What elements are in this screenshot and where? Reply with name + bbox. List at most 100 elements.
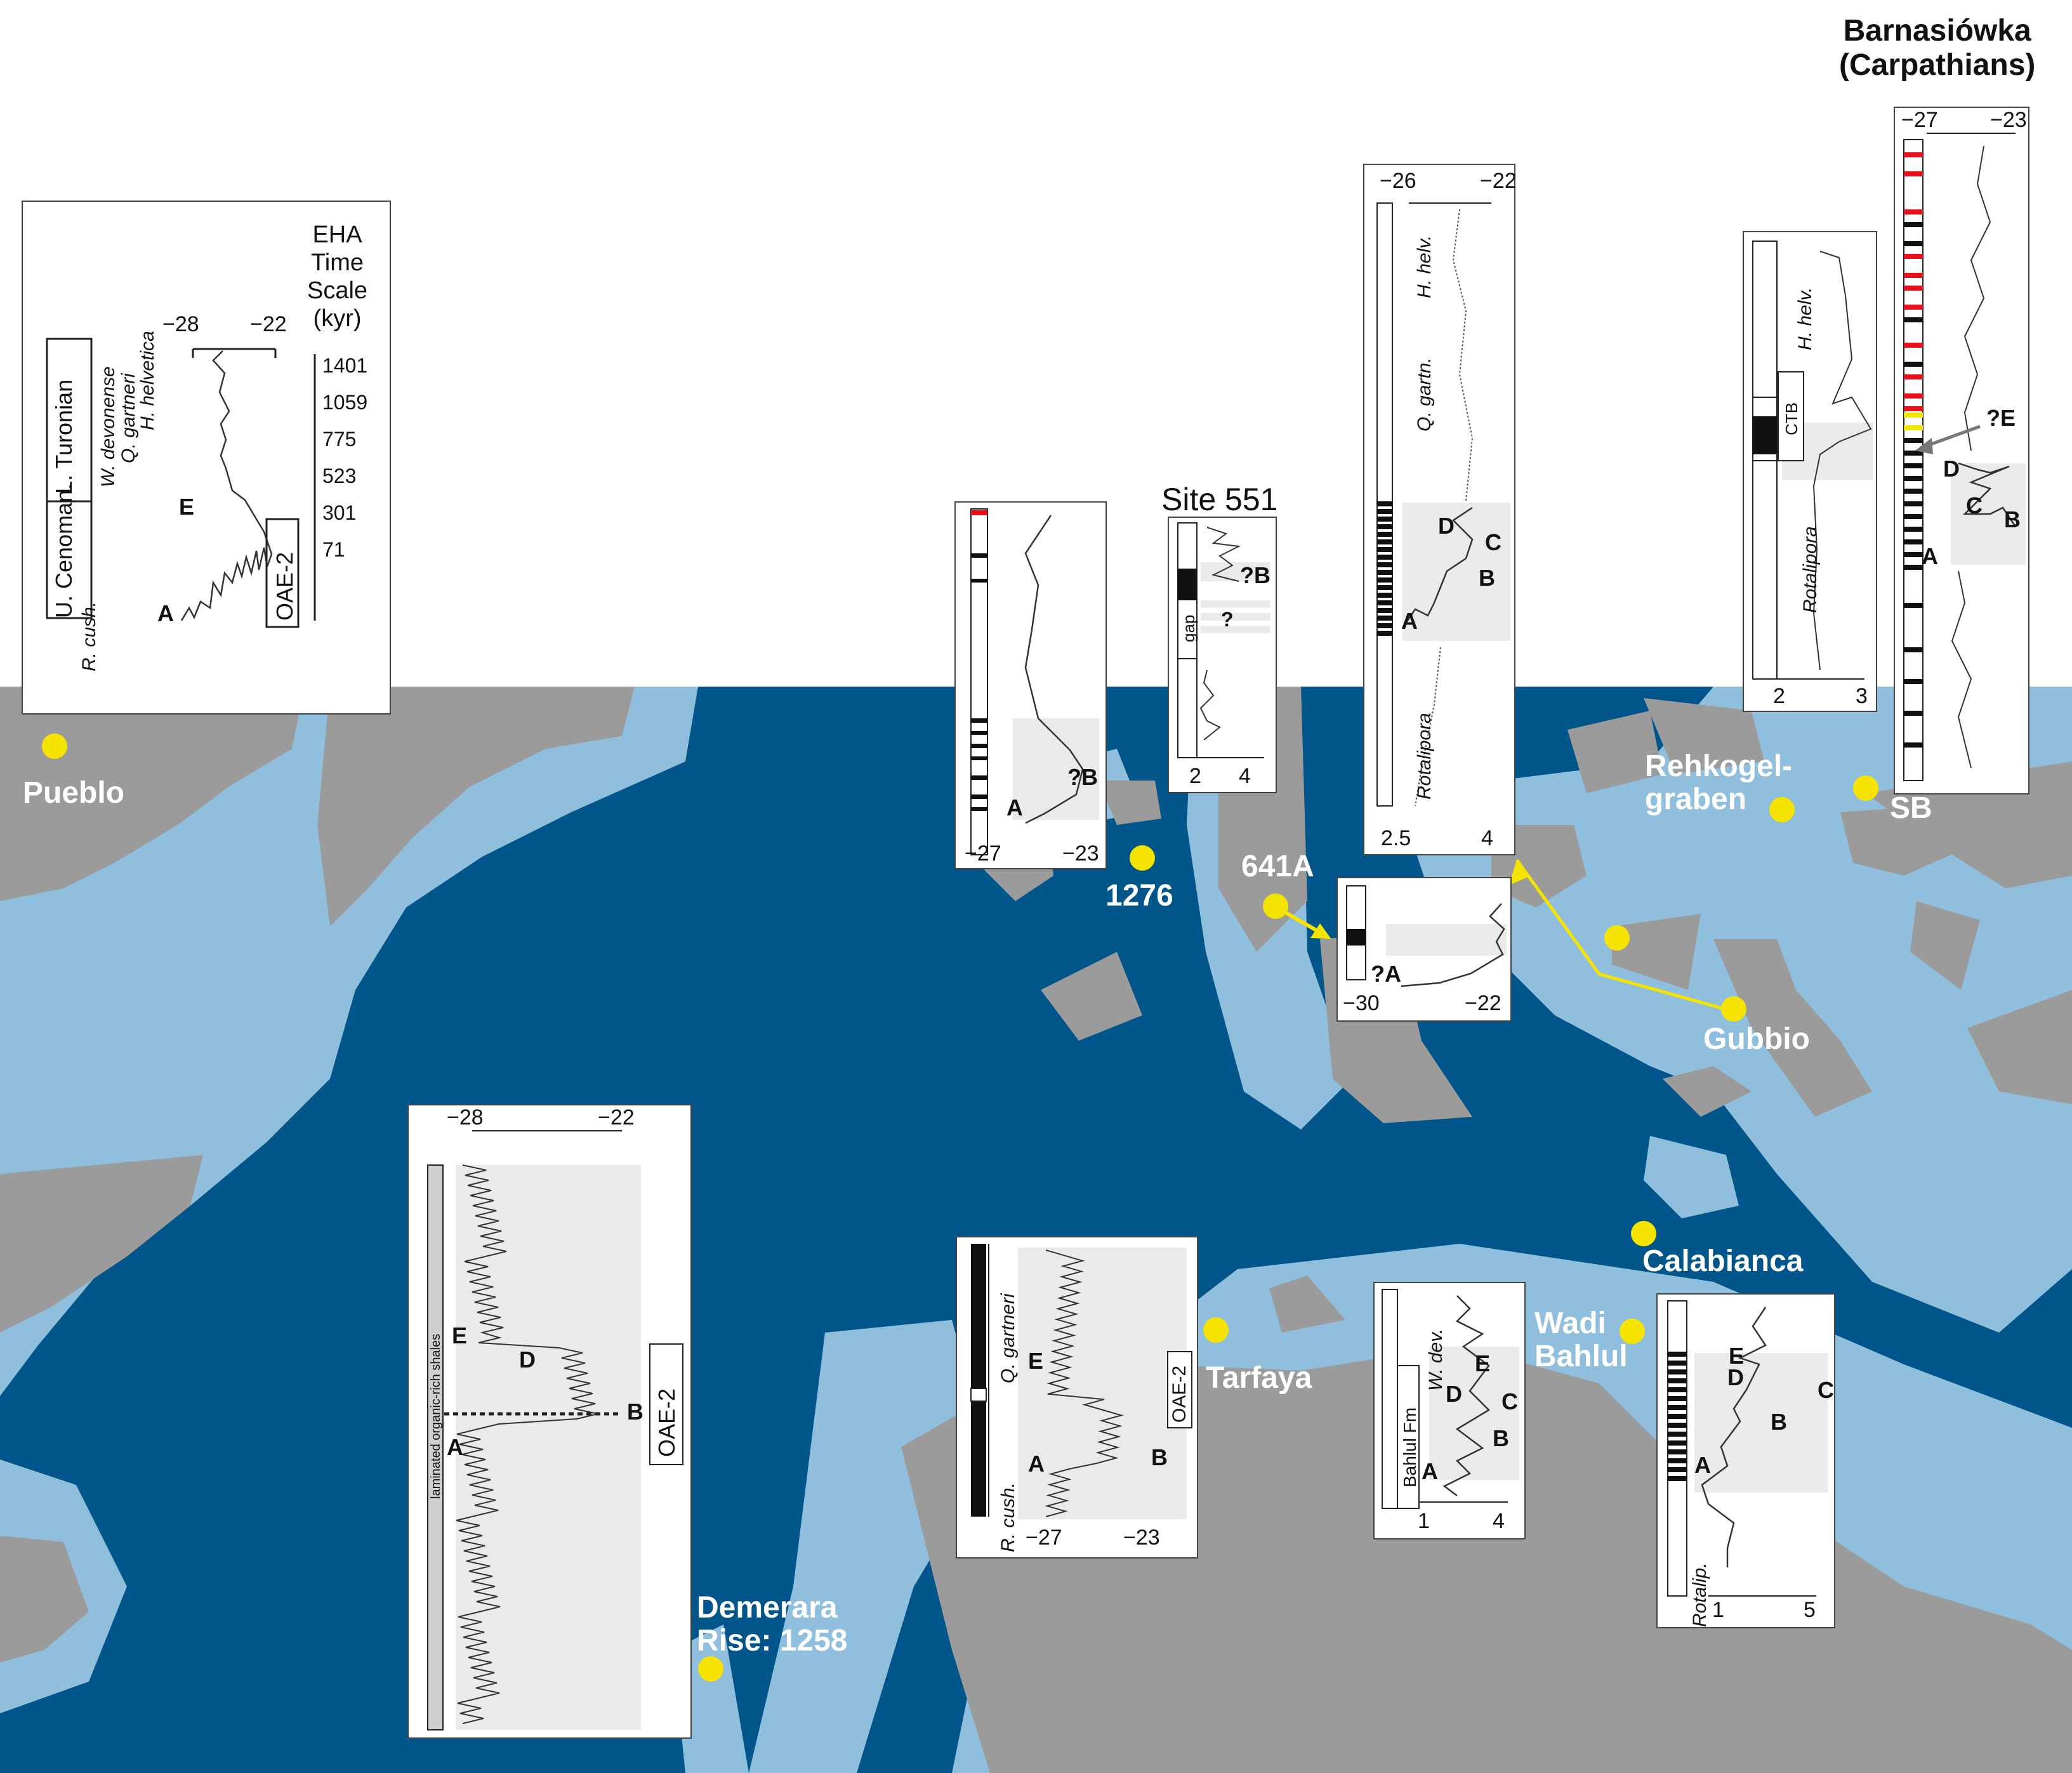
strat-band xyxy=(1377,555,1392,560)
strat-band xyxy=(1904,152,1923,157)
strat-band xyxy=(1377,509,1392,514)
barn-axis-min: −27 xyxy=(1901,108,1938,132)
pueblo-zone-rcush: R. cush. xyxy=(79,601,100,671)
cal-event-d: D xyxy=(1727,1364,1744,1390)
pueblo-time-tick: 71 xyxy=(322,538,345,561)
marker-calabianca xyxy=(1631,1221,1656,1246)
arrow-641a-head xyxy=(1310,923,1331,939)
label-tarfaya: Tarfaya xyxy=(1206,1361,1312,1395)
pueblo-axis-min: −28 xyxy=(162,312,199,336)
gubbio-event-d: D xyxy=(1438,513,1455,539)
strat-band xyxy=(1377,623,1392,628)
strat-band xyxy=(1377,593,1392,598)
rehkogel-axis-max: 3 xyxy=(1856,684,1868,708)
wadi-axis-min: 1 xyxy=(1418,1509,1430,1533)
gubbio-event-b: B xyxy=(1479,565,1495,591)
wadi-fm: Bahlul Fm xyxy=(1400,1407,1420,1487)
gubbio-axis-bot-max: 4 xyxy=(1481,826,1493,850)
p551-event-b: ?B xyxy=(1240,562,1270,588)
strat-band xyxy=(1668,1414,1687,1419)
barn-event-b: B xyxy=(2004,506,2021,532)
label-site-551: Site 551 xyxy=(1161,482,1278,517)
panel-551: gap ?B ? 2 4 xyxy=(1168,517,1277,793)
strat-band xyxy=(1668,1387,1687,1392)
tar-axis-max: −23 xyxy=(1123,1526,1160,1550)
strat-band xyxy=(1377,608,1392,613)
cal-event-a: A xyxy=(1694,1452,1711,1478)
pueblo-zone-wdevonense: W. devonense xyxy=(98,366,119,487)
marker-gubbio xyxy=(1721,996,1746,1022)
strat-band xyxy=(1904,711,1923,716)
label-gubbio: Gubbio xyxy=(1703,1022,1810,1056)
strat-band xyxy=(1377,631,1392,636)
strat-band xyxy=(1668,1405,1687,1410)
rehkogel-zone-hhelv: H. helv. xyxy=(1795,287,1816,350)
label-sb: SB xyxy=(1890,791,1932,825)
strat-band xyxy=(1904,565,1923,570)
barn-axis-max: −23 xyxy=(1990,108,2027,132)
tar-oae: OAE-2 xyxy=(1169,1365,1190,1423)
strat-band xyxy=(1377,585,1392,590)
rehkogel-ctb: CTB xyxy=(1782,402,1801,435)
strat-band xyxy=(1904,305,1923,310)
strat-band xyxy=(1668,1432,1687,1437)
label-pueblo: Pueblo xyxy=(23,776,125,810)
marker-tarfaya xyxy=(1203,1317,1229,1343)
gubbio-axis-top-max: −22 xyxy=(1480,169,1517,193)
p641a-axis-max: −22 xyxy=(1465,991,1501,1015)
strat-band xyxy=(1904,254,1923,259)
p551-axis-max: 4 xyxy=(1239,764,1251,788)
panel-1276: −27 −23 ?B A xyxy=(954,501,1107,869)
p641a-event-a: ?A xyxy=(1371,961,1401,987)
pueblo-stage-upper: L. Turonian xyxy=(51,379,77,494)
marker-pueblo xyxy=(42,734,67,759)
strat-band xyxy=(1668,1476,1687,1481)
strat-band xyxy=(1668,1369,1687,1374)
wadi-event-a: A xyxy=(1422,1458,1438,1484)
gubbio-zone-qgartn: Q. gartn. xyxy=(1414,357,1435,432)
strat-band xyxy=(1904,647,1923,652)
strat-band xyxy=(1904,393,1923,399)
strat-band xyxy=(1904,241,1923,246)
wadi-event-e: E xyxy=(1475,1350,1491,1376)
rehkogel-zone-rotalipora: Rotalipora xyxy=(1800,526,1821,613)
strat-band xyxy=(1904,273,1923,278)
strat-band xyxy=(1668,1458,1687,1463)
strat-band xyxy=(1904,343,1923,348)
marker-demerara xyxy=(698,1656,723,1682)
panel-rehkogel: H. helv. CTB Rotalipora 2 3 xyxy=(1743,231,1877,712)
panel-wadi: Bahlul Fm W. dev. E D C B A 1 4 xyxy=(1373,1282,1526,1539)
cal-event-e: E xyxy=(1729,1343,1745,1369)
strat-band xyxy=(1904,374,1923,379)
strat-band xyxy=(1904,222,1923,227)
dem-axis-max: −22 xyxy=(598,1105,635,1130)
gubbio-zone-rotalipora: Rotalipora xyxy=(1414,713,1435,800)
panel-barnasiowka: −27 −23 D C B A xyxy=(1894,107,2029,794)
strat-band xyxy=(1377,524,1392,529)
dem-event-b: B xyxy=(627,1399,643,1425)
marker-rehkogel xyxy=(1769,797,1795,822)
pueblo-stage-lower: U. Cenoman. xyxy=(51,483,77,618)
barn-event-c: C xyxy=(1966,492,1983,518)
panel-gubbio: −26 −22 H. helv. Q. gartn. Rotalipora D … xyxy=(1363,164,1517,855)
marker-gubbio-b xyxy=(1604,925,1630,951)
p551-question: ? xyxy=(1221,608,1234,631)
dem-axis-min: −28 xyxy=(447,1105,484,1130)
p1276-axis-max: −23 xyxy=(1062,841,1099,866)
dem-event-e: E xyxy=(452,1322,468,1348)
p1276-axis-min: −27 xyxy=(965,841,1001,866)
strat-band xyxy=(1377,600,1392,605)
strat-band xyxy=(1904,463,1923,468)
strat-band xyxy=(1904,317,1923,322)
marker-sb xyxy=(1853,775,1878,801)
label-wadi: Wadi Bahlul xyxy=(1534,1307,1628,1373)
strat-band xyxy=(1668,1361,1687,1366)
strat-band xyxy=(1904,209,1923,214)
wadi-axis-max: 4 xyxy=(1493,1509,1505,1533)
wadi-event-d: D xyxy=(1446,1381,1462,1407)
tar-zone-qgartneri: Q. gartneri xyxy=(998,1293,1019,1383)
strat-band xyxy=(1377,562,1392,567)
strat-band xyxy=(1904,742,1923,748)
panel-641a: ?A −30 −22 xyxy=(1336,877,1512,1022)
label-demerara: Demerara Rise: 1258 xyxy=(697,1591,848,1658)
